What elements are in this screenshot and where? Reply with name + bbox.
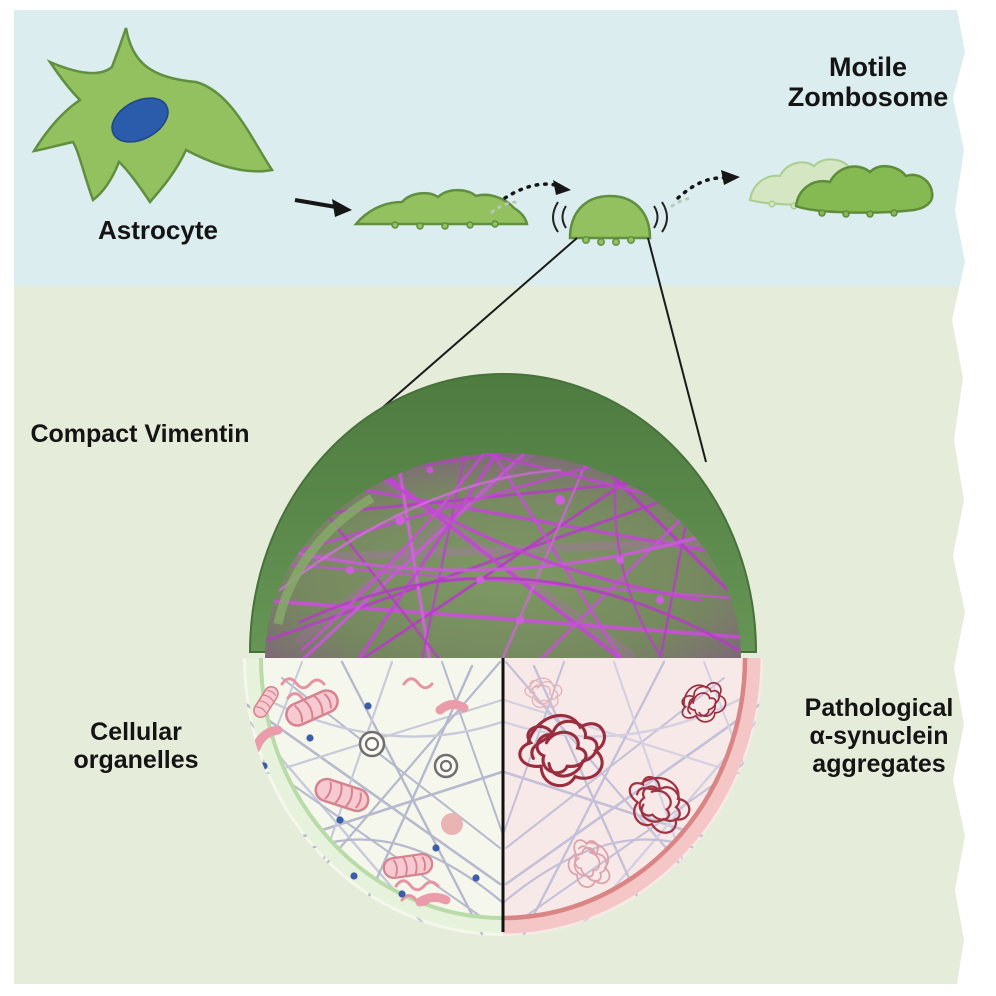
arrow-head (332, 199, 352, 217)
pathological-aggregates-label: Pathological α-synuclein aggregates (804, 694, 954, 778)
dashed-arrow-head (721, 170, 740, 185)
dome-inner-highlight (273, 494, 375, 625)
compartment-divider-line (501, 656, 505, 932)
motile-zombosome-label: Motile Zombosome (787, 52, 949, 113)
vibration-marks (552, 201, 668, 233)
mesh-purple-haze (265, 453, 741, 658)
cellular-organelles-label: Cellular organelles (73, 718, 199, 774)
organelle-compartment-bg (243, 658, 503, 936)
right-rim-line (503, 658, 748, 921)
filament (243, 698, 502, 886)
detachment-dashed-arrow (490, 180, 571, 214)
vesicle (358, 730, 386, 758)
left-rim-line (259, 658, 503, 920)
blue-granules (260, 702, 480, 898)
motion-trail-gray (490, 200, 520, 214)
spreading-cell-body (353, 188, 529, 226)
filament (504, 698, 763, 886)
pink-body (441, 813, 463, 835)
zoom-line-left (349, 237, 578, 437)
zoom-line-right (647, 237, 707, 463)
dashed-arc (676, 176, 728, 200)
dashed-arrow-head (553, 180, 571, 195)
astrocyte-nucleus (111, 97, 169, 143)
release-dashed-arrow (670, 170, 740, 208)
motile-zombosome (748, 158, 934, 218)
vesicle (433, 753, 459, 779)
motile-adhesions (818, 209, 898, 218)
filament (505, 677, 725, 849)
arrow-shaft (294, 198, 337, 209)
transform-arrow (294, 198, 352, 217)
zombosome-adhesions (582, 236, 635, 246)
compact-vimentin-label: Compact Vimentin (30, 420, 250, 448)
filament (441, 661, 503, 833)
left-rim-band (246, 658, 503, 933)
motion-trail-gray (670, 196, 696, 208)
right-rim-band (503, 658, 761, 934)
spreading-cell-adhesions (391, 220, 499, 230)
zombosome-cell (552, 194, 668, 246)
organelle-compartment (243, 658, 503, 936)
astrocyte-cell (31, 27, 275, 205)
torn-paper-edge (952, 6, 996, 990)
spreading-cell (353, 188, 529, 230)
zombosome-body (568, 194, 652, 240)
motile-zombosome-body (794, 164, 934, 214)
astrocyte-label: Astrocyte (98, 215, 218, 245)
